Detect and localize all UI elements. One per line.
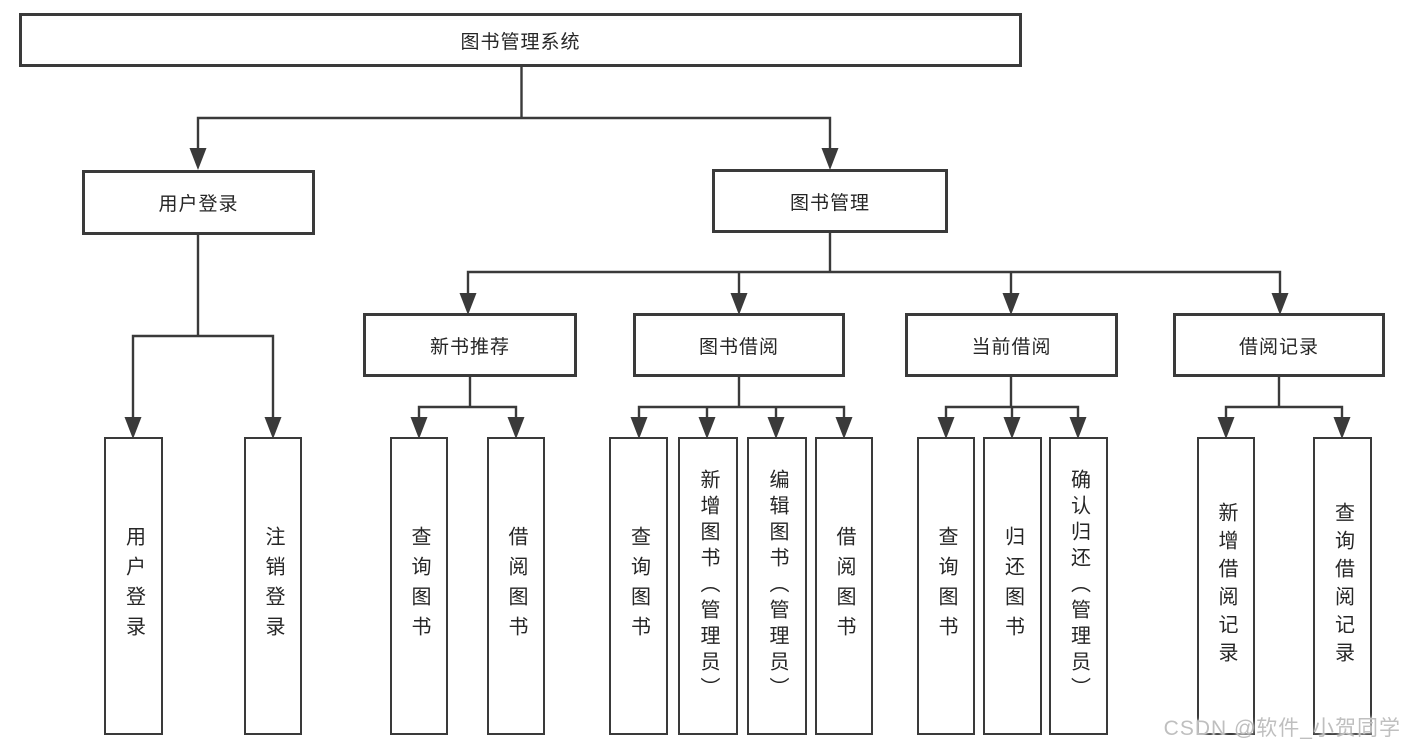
arrow-down-icon	[124, 417, 142, 439]
arrow-down-icon	[630, 417, 648, 439]
leaf-label: 归还图书	[1001, 526, 1024, 646]
leaf-label: 查询图书	[935, 526, 957, 646]
node-book-borrowing: 图书借阅	[633, 313, 845, 377]
leaf-label: 新增借阅记录	[1215, 502, 1237, 670]
leaf-label: 查询借阅记录	[1331, 502, 1354, 670]
arrow-down-icon	[821, 148, 839, 170]
arrow-down-icon	[698, 417, 716, 439]
leaf-query-books-2: 查询图书	[609, 437, 668, 735]
arrow-down-icon	[1003, 417, 1021, 439]
leaf-query-borrow-record: 查询借阅记录	[1313, 437, 1372, 735]
arrow-down-icon	[730, 293, 748, 315]
arrow-down-icon	[1069, 417, 1087, 439]
connector-root-to-level2	[196, 67, 832, 152]
leaf-label: 新增图书（管理员）	[697, 469, 719, 703]
connector-userlogin-to-leaves	[131, 235, 275, 420]
arrow-down-icon	[410, 417, 428, 439]
node-borrowing-records: 借阅记录	[1173, 313, 1385, 377]
arrow-down-icon	[507, 417, 525, 439]
watermark: CSDN @软件_小贺同学	[1163, 717, 1401, 740]
arrow-down-icon	[835, 417, 853, 439]
leaf-confirm-return-admin: 确认归还（管理员）	[1049, 437, 1108, 735]
leaf-user-login: 用户登录	[104, 437, 163, 735]
arrow-down-icon	[767, 417, 785, 439]
connector-borrowing-to-leaves	[637, 377, 846, 420]
leaf-add-book-admin: 新增图书（管理员）	[678, 437, 738, 735]
arrow-down-icon	[1333, 417, 1351, 439]
leaf-edit-book-admin: 编辑图书（管理员）	[747, 437, 807, 735]
leaf-label: 注销登录	[262, 526, 284, 646]
leaf-borrow-books-1: 借阅图书	[487, 437, 545, 735]
leaf-return-books: 归还图书	[983, 437, 1042, 735]
leaf-label: 借阅图书	[505, 526, 527, 646]
node-book-management: 图书管理	[712, 169, 948, 233]
arrow-down-icon	[459, 293, 477, 315]
node-current-borrowing: 当前借阅	[905, 313, 1118, 377]
leaf-add-borrow-record: 新增借阅记录	[1197, 437, 1255, 735]
node-new-book-recommend: 新书推荐	[363, 313, 577, 377]
leaf-logout: 注销登录	[244, 437, 302, 735]
node-user-login: 用户登录	[82, 170, 315, 235]
arrow-down-icon	[1002, 293, 1020, 315]
connector-records-to-leaves	[1224, 377, 1344, 420]
leaf-label: 查询图书	[627, 526, 650, 646]
leaf-query-books-1: 查询图书	[390, 437, 448, 735]
arrow-down-icon	[189, 148, 207, 170]
leaf-label: 查询图书	[408, 526, 430, 646]
node-book-management-system: 图书管理系统	[19, 13, 1022, 67]
connector-newbook-to-leaves	[417, 377, 518, 420]
leaf-borrow-books-2: 借阅图书	[815, 437, 873, 735]
leaf-label: 用户登录	[122, 526, 145, 646]
leaf-label: 借阅图书	[833, 526, 855, 646]
leaf-label: 编辑图书（管理员）	[766, 469, 788, 703]
leaf-query-books-3: 查询图书	[917, 437, 975, 735]
arrow-down-icon	[1271, 293, 1289, 315]
arrow-down-icon	[1217, 417, 1235, 439]
arrow-down-icon	[264, 417, 282, 439]
arrowheads	[124, 148, 1351, 439]
leaf-label: 确认归还（管理员）	[1067, 469, 1090, 703]
arrow-down-icon	[937, 417, 955, 439]
connector-bookmgmt-to-level3	[466, 233, 1282, 298]
connector-current-to-leaves	[944, 377, 1080, 420]
